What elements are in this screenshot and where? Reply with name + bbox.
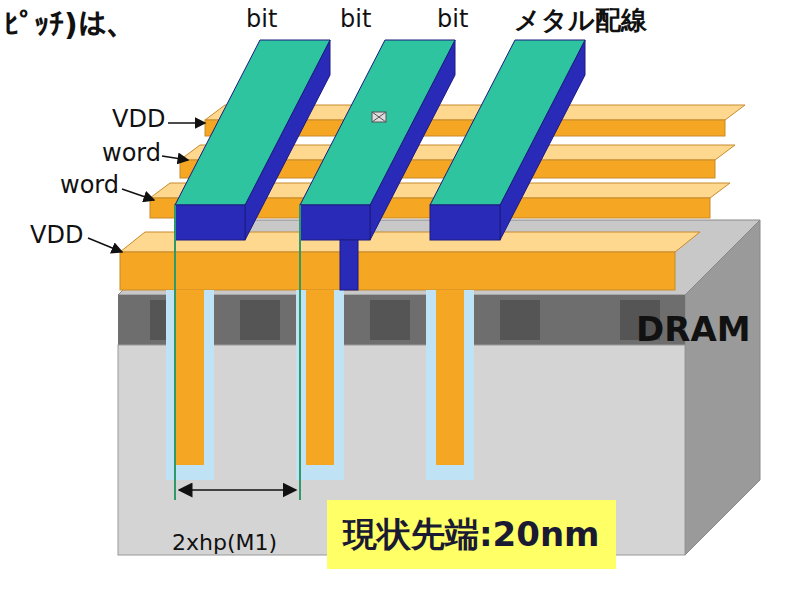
bitline-label: bit — [246, 6, 277, 34]
dimension-label: 2xhp(M1) — [172, 530, 277, 555]
wordline-label: word — [102, 140, 161, 168]
highlight-box: 現状先端:20nm — [327, 500, 616, 569]
vdd-label: VDD — [112, 106, 165, 134]
bitline-label: bit — [340, 6, 371, 34]
heading-fragment: ﾋﾟｯﾁ)は、 — [4, 8, 122, 43]
vdd-label: VDD — [30, 222, 83, 250]
device-label: DRAM — [636, 310, 751, 349]
node-text: 現状先端:20nm — [343, 514, 600, 555]
metal-wiring-label: メタル配線 — [514, 6, 647, 36]
wordline-label: word — [60, 172, 119, 200]
bitline-label: bit — [437, 6, 468, 34]
